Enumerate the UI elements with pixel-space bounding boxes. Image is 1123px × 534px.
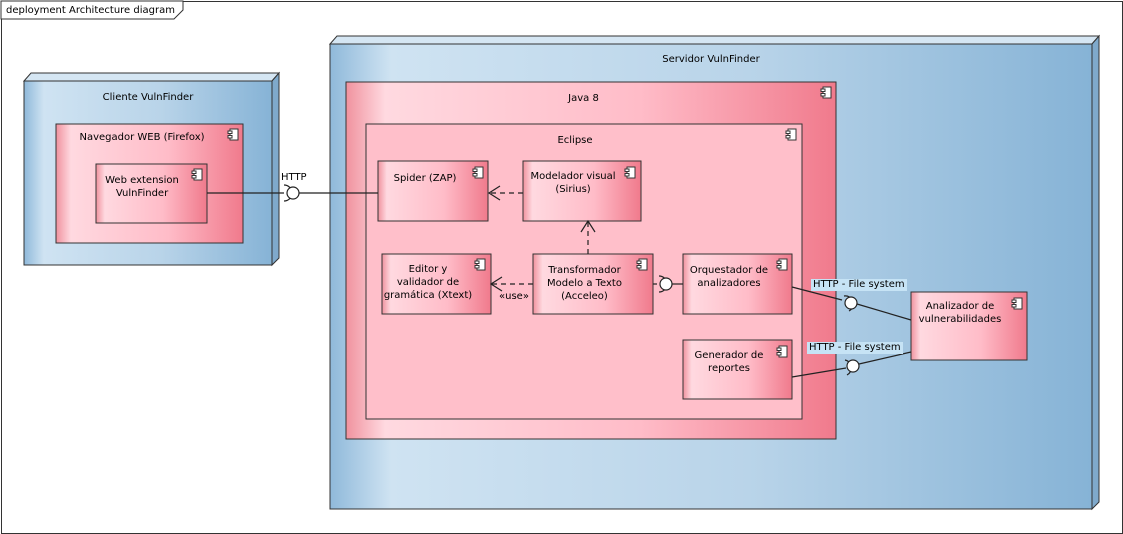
component-analizador[interactable] (910, 291, 1028, 361)
component-web-extension[interactable] (95, 163, 208, 224)
frame-title: deployment Architecture diagram (6, 5, 175, 16)
node-cliente-label: Cliente VulnFinder (102, 92, 194, 103)
frame-tab-shape (0, 0, 184, 20)
component-icon (191, 86, 1023, 358)
component-modelador-label: Modelador visual (Sirius) (530, 171, 616, 195)
env-eclipse-label: Eclipse (557, 135, 593, 146)
component-orquestador-label: Orquestador de analizadores (689, 265, 769, 289)
connectors (207, 184, 912, 378)
component-web-extension-label: Web extension VulnFinder (105, 175, 179, 199)
http-file-system-label-1: HTTP - File system (811, 279, 907, 291)
http-file-system-label-2: HTTP - File system (807, 342, 903, 354)
component-editor-label: Editor y validador de gramática (Xtext) (383, 264, 473, 301)
component-transformador-label: Transformador Modelo a Texto (Acceleo) (547, 265, 622, 302)
component-spider-label: Spider (ZAP) (393, 173, 457, 184)
component-spider[interactable] (377, 160, 489, 222)
component-modelador[interactable] (522, 160, 642, 222)
use-stereotype-label: «use» (499, 291, 529, 302)
component-generador-label: Generador de reportes (694, 350, 764, 374)
component-generador[interactable] (682, 339, 793, 400)
env-java-label: Java 8 (568, 93, 599, 104)
node-servidor-label: Servidor VulnFinder (662, 54, 760, 65)
component-editor[interactable] (381, 253, 492, 315)
component-analizador-label: Analizador de vulnerabilidades (918, 301, 1002, 325)
http-interface-label: HTTP (281, 172, 307, 183)
env-navegador-label: Navegador WEB (Firefox) (79, 132, 205, 143)
